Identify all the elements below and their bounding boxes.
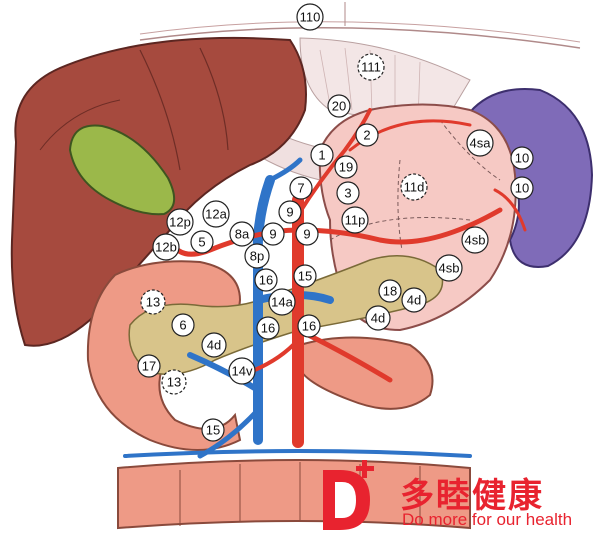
node-label-4d-a: 4d: [401, 287, 427, 313]
label-text: 15: [298, 269, 312, 284]
label-text: 4d: [207, 338, 221, 353]
node-label-1: 1: [310, 143, 334, 167]
label-text: 4d: [407, 293, 421, 308]
transverse-colon: [117, 459, 471, 530]
label-text: 12a: [205, 207, 227, 222]
node-label-11d: 11d: [400, 173, 428, 201]
node-label-20: 20: [327, 94, 351, 118]
label-text: 13: [146, 295, 160, 310]
label-text: 9: [303, 227, 310, 242]
label-text: 10: [515, 181, 529, 196]
label-text: 8a: [235, 227, 250, 242]
node-label-16c: 16: [297, 314, 321, 338]
node-label-9c: 9: [295, 222, 319, 246]
label-text: 1: [318, 148, 325, 163]
node-label-9a: 9: [278, 200, 302, 224]
label-text: 111: [361, 60, 381, 75]
node-label-15a: 15: [293, 264, 317, 288]
label-text: 4d: [371, 311, 385, 326]
label-text: 18: [383, 284, 397, 299]
node-label-12p: 12p: [166, 208, 194, 236]
abdominal-wall: [139, 2, 581, 49]
node-label-4sb-a: 4sb: [461, 226, 489, 254]
label-text: 17: [142, 359, 156, 374]
label-text: 10: [515, 151, 529, 166]
label-text: 11p: [345, 213, 366, 228]
node-label-5: 5: [190, 230, 214, 254]
label-text: 4sa: [470, 136, 492, 151]
gallbladder: [68, 124, 175, 216]
node-label-14a: 14a: [268, 288, 296, 316]
label-text: 4sb: [439, 261, 460, 276]
label-text: 12p: [169, 215, 191, 230]
label-text: 13: [167, 375, 181, 390]
small-bowel: [299, 336, 434, 410]
node-label-10a: 10: [510, 146, 534, 170]
node-label-111: 111: [357, 53, 385, 81]
node-label-17: 17: [137, 354, 161, 378]
label-text: 9: [269, 227, 276, 242]
label-text: 16: [261, 321, 275, 336]
label-text: 11d: [404, 180, 425, 195]
node-label-12b: 12b: [152, 233, 180, 261]
node-label-3: 3: [336, 181, 360, 205]
label-text: 15: [206, 423, 220, 438]
node-label-13a: 13: [140, 289, 166, 315]
node-label-15b: 15: [201, 418, 225, 442]
node-label-6: 6: [171, 313, 195, 337]
node-label-4d-b: 4d: [365, 305, 391, 331]
label-text: 20: [332, 99, 346, 114]
node-label-2: 2: [355, 123, 379, 147]
node-label-18: 18: [378, 279, 402, 303]
node-label-16a: 16: [254, 268, 278, 292]
node-label-4sb-b: 4sb: [435, 254, 463, 282]
label-text: 16: [259, 273, 273, 288]
label-text: 9: [286, 205, 293, 220]
node-label-8a: 8a: [229, 221, 255, 247]
node-label-8p: 8p: [244, 243, 270, 269]
node-label-16b: 16: [256, 316, 280, 340]
brand-logo-mark: [323, 460, 374, 530]
label-text: 4sb: [465, 233, 486, 248]
node-label-4sa: 4sa: [466, 129, 494, 157]
brand-name-chinese: 多睦健康: [400, 476, 544, 516]
node-label-10b: 10: [510, 176, 534, 200]
node-label-9b: 9: [261, 222, 285, 246]
label-text: 19: [339, 160, 353, 175]
label-text: 2: [363, 128, 370, 143]
label-text: 14a: [271, 295, 293, 310]
node-label-14v: 14v: [228, 357, 256, 385]
node-label-13b: 13: [161, 369, 187, 395]
label-text: 12b: [155, 240, 177, 255]
label-text: 14v: [232, 364, 253, 379]
label-text: 6: [179, 318, 186, 333]
label-text: 7: [297, 181, 304, 196]
node-label-12a: 12a: [202, 200, 230, 228]
node-label-7: 7: [289, 176, 313, 200]
label-text: 5: [198, 235, 205, 250]
node-label-4d-c: 4d: [201, 332, 227, 358]
label-text: 16: [302, 319, 316, 334]
node-label-11p: 11p: [341, 206, 369, 234]
node-label-110: 110: [296, 3, 324, 31]
brand-tagline: Do more for our health: [402, 510, 573, 529]
label-text: 110: [300, 10, 321, 25]
node-label-19: 19: [334, 155, 358, 179]
label-text: 3: [344, 186, 351, 201]
label-text: 8p: [250, 249, 264, 264]
